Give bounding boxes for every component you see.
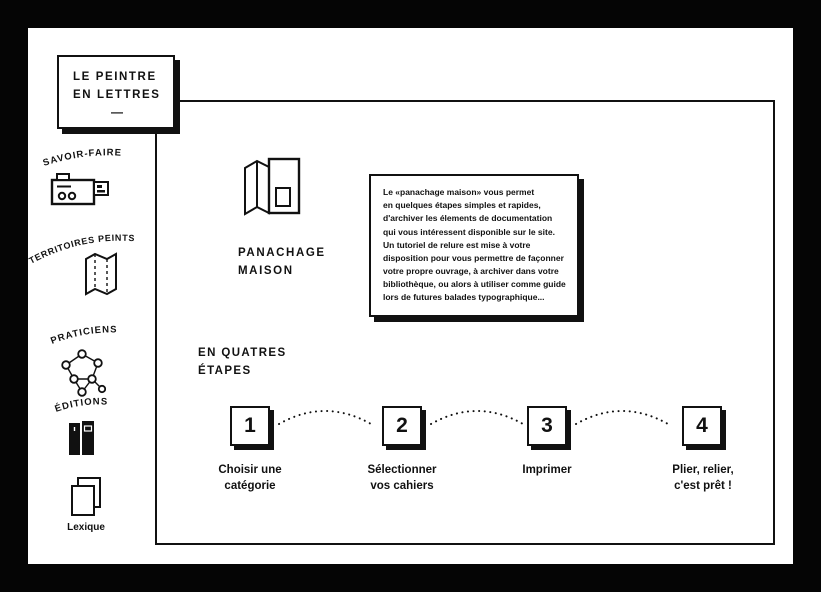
- dotted-arc-2: [430, 410, 524, 425]
- description-box: Le «panachage maison» vous permet en que…: [369, 174, 579, 317]
- svg-text:PRATICIENS: PRATICIENS: [49, 324, 117, 346]
- sidebar-item-praticiens[interactable]: PRATICIENS: [48, 322, 140, 400]
- steps-heading: EN QUATRES ÉTAPES: [198, 347, 287, 378]
- logo-dash: —: [111, 104, 123, 119]
- sidebar-item-territoires-peints-label: TERRITOIRES PEINTS: [28, 233, 136, 266]
- dotted-arc-3: [575, 410, 669, 425]
- books-icon: [69, 421, 94, 455]
- step-1-number: 1: [230, 406, 270, 446]
- step-1-label: Choisir une catégorie: [218, 464, 282, 493]
- sidebar-item-editions-label: ÉDITIONS: [53, 396, 108, 414]
- step-4-number: 4: [682, 406, 722, 446]
- dotted-arc-1: [278, 410, 372, 425]
- sidebar-item-lexique-label: Lexique: [67, 522, 105, 533]
- feature-title: PANACHAGE MAISON: [238, 247, 326, 278]
- svg-text:SAVOIR-FAIRE: SAVOIR-FAIRE: [42, 147, 123, 169]
- step-2-label: Sélectionner vos cahiers: [367, 464, 437, 493]
- press-machine-icon: [50, 173, 109, 206]
- sidebar-item-savoir-faire-label: SAVOIR-FAIRE: [42, 147, 123, 169]
- sidebar-item-praticiens-label: PRATICIENS: [49, 324, 117, 346]
- svg-text:TERRITOIRES PEINTS: TERRITOIRES PEINTS: [28, 233, 136, 266]
- network-icon: [61, 349, 106, 397]
- main-panel: PANACHAGE MAISON Le «panachage maison» v…: [155, 100, 775, 545]
- step-3-number: 3: [527, 406, 567, 446]
- sidebar-item-savoir-faire[interactable]: SAVOIR-FAIRE: [40, 144, 144, 210]
- step-2-number: 2: [382, 406, 422, 446]
- logo[interactable]: LE PEINTRE EN LETTRES —: [57, 55, 175, 129]
- step-3-label: Imprimer: [522, 464, 572, 476]
- sidebar-item-territoires-peints[interactable]: TERRITOIRES PEINTS: [28, 228, 160, 298]
- logo-line-2: EN LETTRES: [73, 88, 161, 101]
- svg-text:ÉDITIONS: ÉDITIONS: [53, 396, 108, 414]
- sidebar-item-lexique[interactable]: Lexique: [58, 476, 114, 542]
- step-4-label: Plier, relier, c'est prêt !: [672, 464, 734, 493]
- pages-icon: [71, 477, 101, 516]
- logo-line-1: LE PEINTRE: [73, 71, 157, 83]
- folded-booklet-icon: [244, 157, 301, 216]
- sidebar-item-editions[interactable]: ÉDITIONS: [52, 396, 124, 460]
- folded-map-icon: [85, 252, 117, 296]
